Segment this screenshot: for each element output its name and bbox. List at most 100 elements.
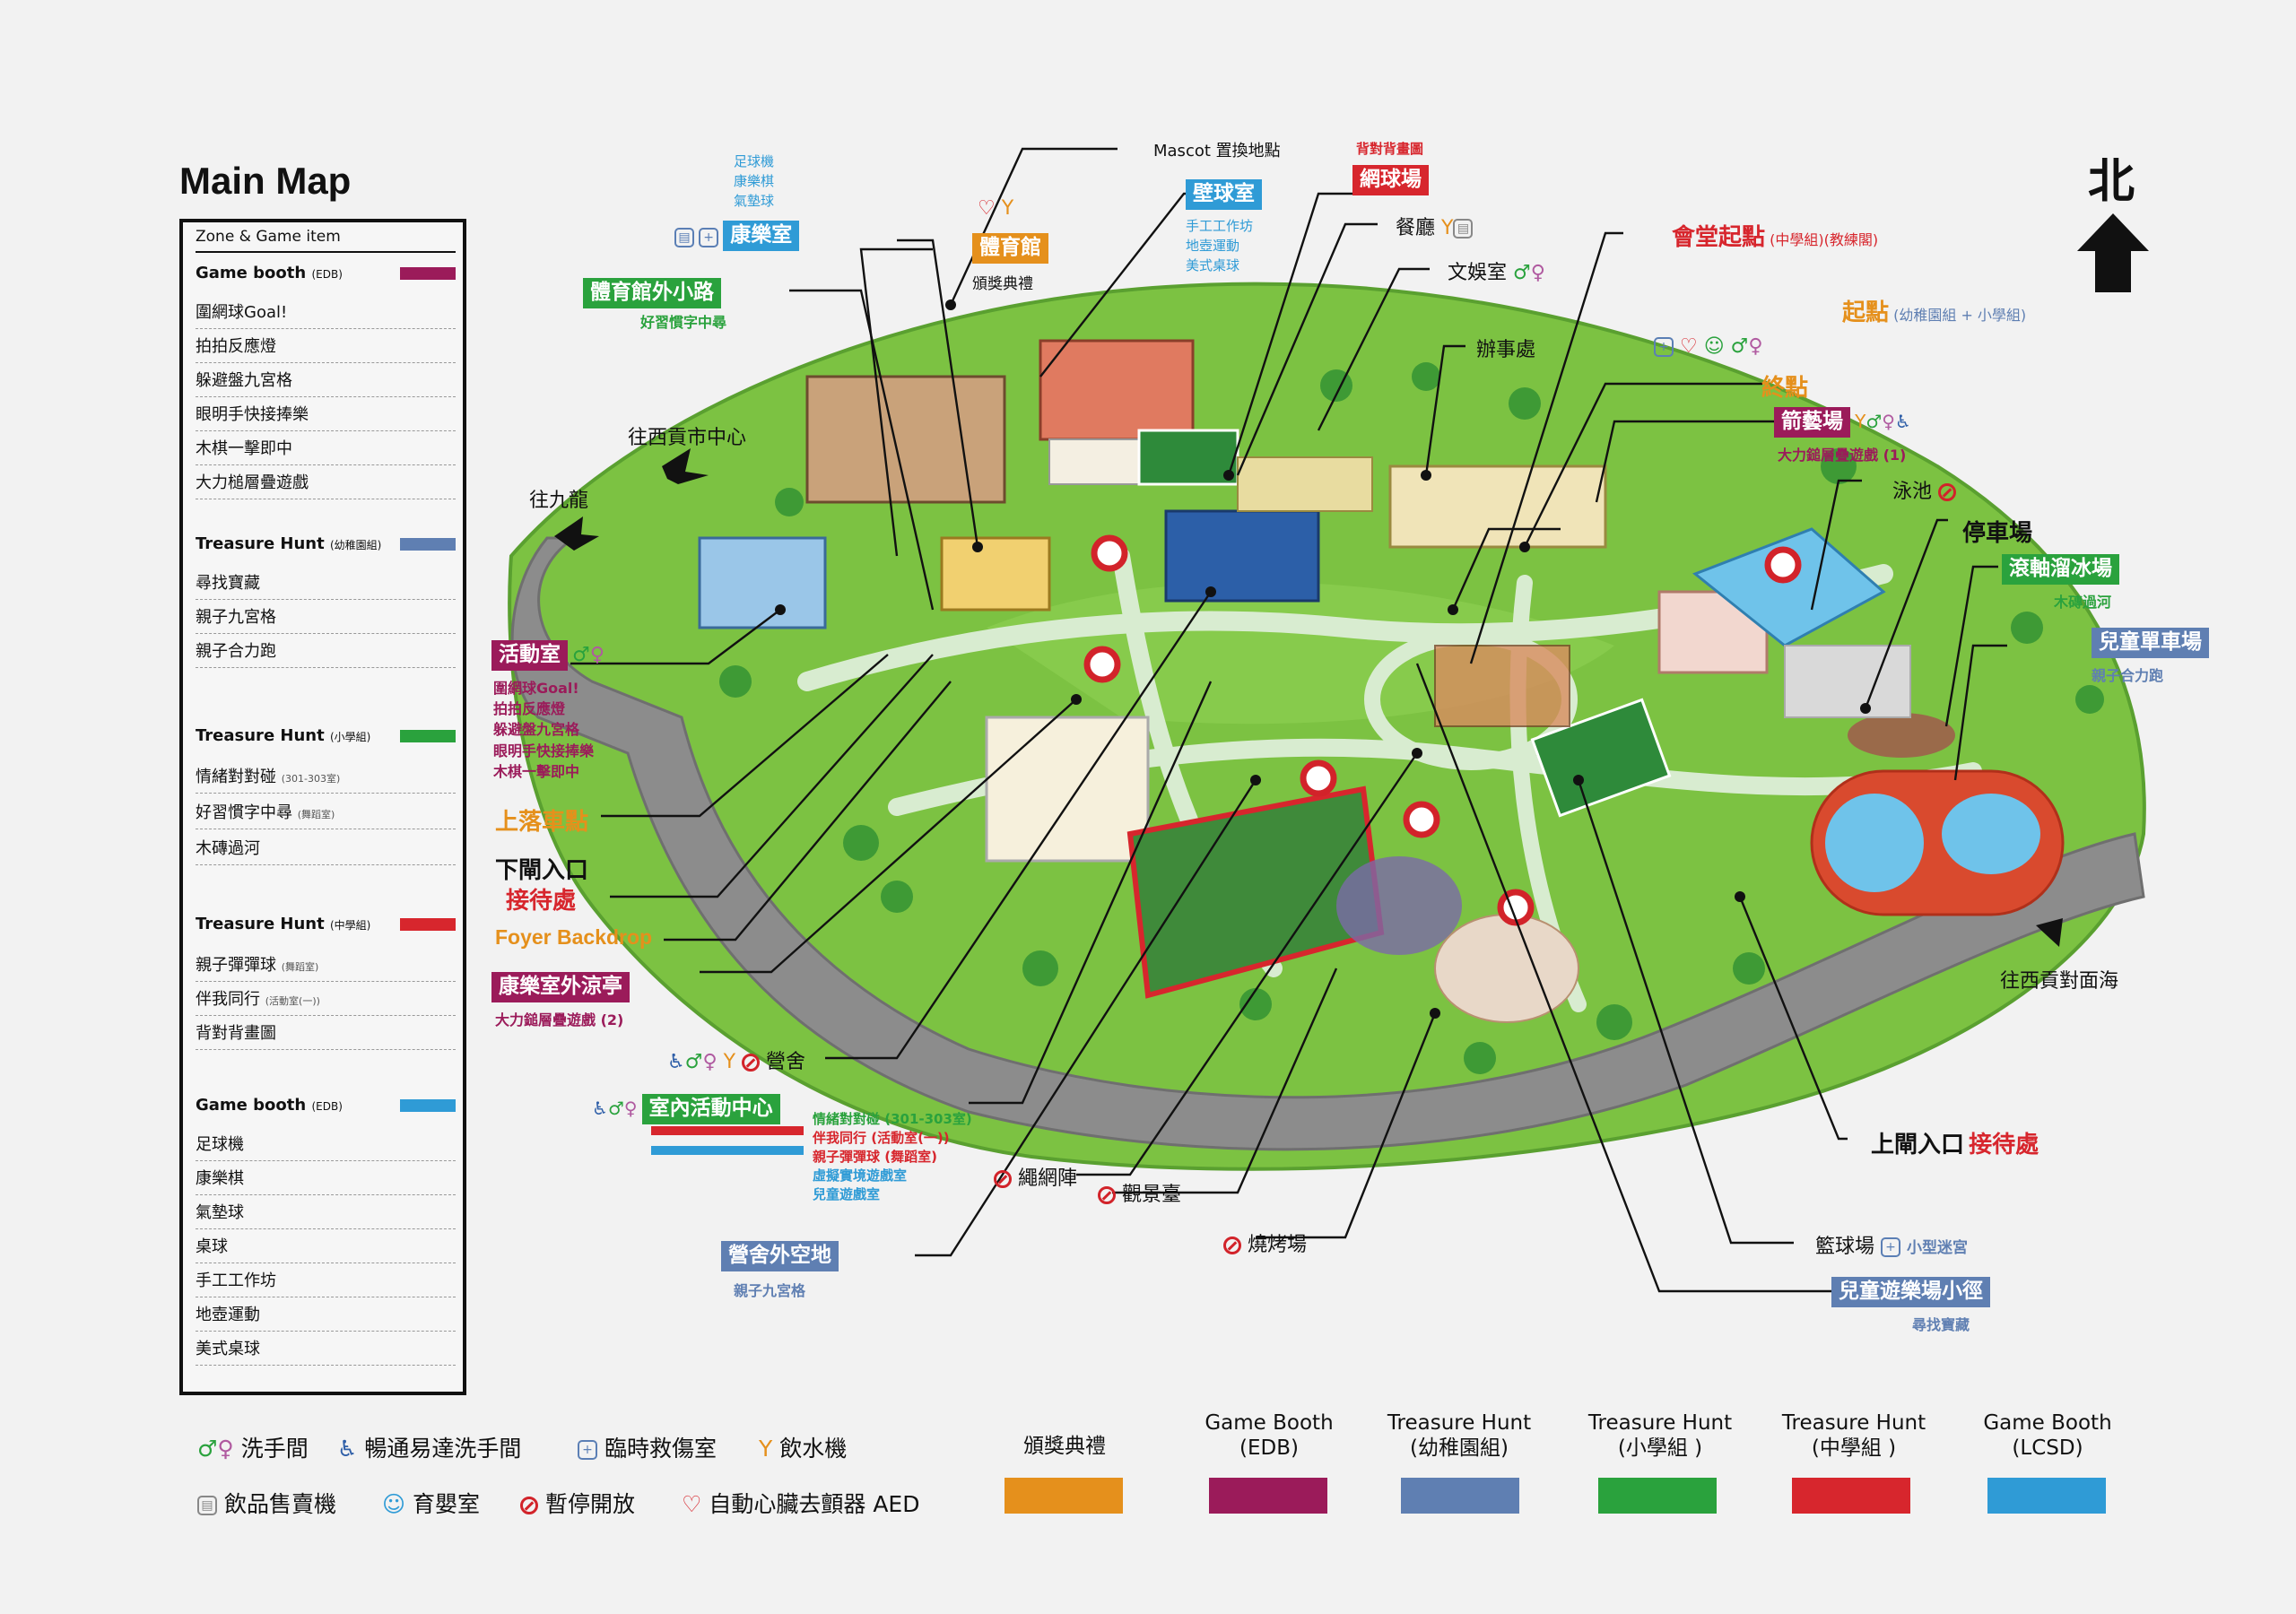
water-fountain-icon: Y xyxy=(759,1436,773,1462)
mascot-label: Mascot 置換地點 xyxy=(1153,142,1281,161)
roller-sub: 木磚過河 xyxy=(2054,594,2112,611)
aed-icon: ♡ xyxy=(1680,335,1698,358)
hall-building xyxy=(1164,509,1320,603)
legend-item: 親子彈彈球 (舞蹈室) xyxy=(196,952,456,982)
leader-lines xyxy=(570,147,2007,1293)
vending-machine-icon: ▤ xyxy=(197,1496,217,1515)
legend-section-kinder: Treasure Hunt (幼稚園組) xyxy=(196,534,456,553)
accessible-toilet-icon: ♿ xyxy=(337,1436,358,1462)
toilet-icon: ♂ xyxy=(607,1098,624,1119)
key-edb-swatch xyxy=(1209,1478,1327,1514)
zone-legend: Zone & Game item Game booth (EDB) 圍網球Goa… xyxy=(179,219,466,1395)
legend-item: 尋找寶藏 xyxy=(196,570,456,600)
vending-machine-icon: ▤ xyxy=(674,227,694,247)
legend-item: 手工工作坊 xyxy=(196,1268,456,1297)
office-label: 辦事處 xyxy=(1476,339,1536,361)
gym-building xyxy=(805,375,1006,504)
key-kinder-label: Treasure Hunt(幼稚園組) xyxy=(1387,1411,1532,1460)
kinder-swatch xyxy=(400,538,456,551)
legend-item: 拍拍反應燈 xyxy=(196,334,456,363)
closed-icon xyxy=(742,1054,761,1072)
toilet-icon: ♂ xyxy=(1866,411,1883,432)
map-title: Main Map xyxy=(179,160,352,202)
aed-icon: ♡ xyxy=(682,1491,702,1517)
pool xyxy=(1692,527,1886,647)
activity-room-sub: 圍網球Goal!拍拍反應燈躲避盤九宮格眼明手快接捧樂木棋一擊即中 xyxy=(493,680,595,780)
edb-swatch xyxy=(400,267,456,280)
first-aid-icon: + xyxy=(699,227,719,247)
legend-item: 美式桌球 xyxy=(196,1336,456,1366)
lower-gate-reception-label: 接待處 xyxy=(506,888,577,915)
indoor-centre-label: ♿♂♀ 室內活動中心 xyxy=(592,1094,780,1124)
key-lcsd-swatch xyxy=(1987,1478,2106,1514)
to-saikung-centre-label: 往西貢市中心 xyxy=(628,427,747,449)
activity-room-label: 活動室 ♂♀ xyxy=(491,640,604,671)
key-award-label: 頒獎典禮 xyxy=(1023,1435,1106,1458)
north-label: 北 xyxy=(2088,155,2135,209)
dorm-open-label: 營舍外空地 xyxy=(721,1241,839,1271)
arrow-kowloon-icon xyxy=(554,516,599,551)
roller-label: 滾軸溜冰場 xyxy=(2002,554,2119,585)
rec-room-label: ▤ + 康樂室 xyxy=(674,221,800,251)
dorm-building xyxy=(985,716,1150,863)
legend-item: 親子九宮格 xyxy=(196,604,456,634)
key-award-swatch xyxy=(1004,1478,1123,1514)
hall-start-label: 會堂起點 (中學組)(教練閣) xyxy=(1672,224,1879,251)
lcsd-swatch xyxy=(400,1099,456,1112)
indoor-centre-sub: 情緒對對碰 (301-303室) 伴我同行 (活動室(一)) 親子彈彈球 (舞蹈… xyxy=(813,1111,972,1202)
arrow-saikung-centre-icon xyxy=(662,448,709,484)
legend-accessible-toilet: ♿ 暢通易達洗手間 xyxy=(337,1436,522,1462)
water-fountain-icon: Y xyxy=(723,1051,736,1073)
legend-item: 眼明手快接捧樂 xyxy=(196,402,456,431)
view-label: 觀景臺 xyxy=(1098,1178,1181,1207)
car-park xyxy=(1784,645,1911,718)
legend-item: 木磚過河 xyxy=(196,836,456,865)
pool-label: 泳池 xyxy=(1892,475,1957,504)
key-primary-label: Treasure Hunt(小學組 ) xyxy=(1587,1411,1733,1460)
legend-aed: ♡ 自動心臟去顫器 AED xyxy=(682,1491,920,1517)
legend-section-edb: Game booth (EDB) xyxy=(196,264,456,282)
bike-label: 兒童單車場 xyxy=(2092,628,2209,658)
north-arrow-icon xyxy=(2077,213,2149,292)
closed-icon xyxy=(1938,483,1957,501)
tennis-label: 網球場 xyxy=(1352,165,1429,195)
squash-label: 壁球室 xyxy=(1186,179,1262,210)
pavilion-sub: 大力鎚層疊遊戲 (2) xyxy=(495,1011,624,1028)
legend-section-primary: Treasure Hunt (小學組) xyxy=(196,726,456,745)
bike-sub: 親子合力跑 xyxy=(2092,667,2164,684)
legend-water-fountain: Y 飲水機 xyxy=(759,1436,848,1462)
legend-item: 大力槌層疊遊戲 xyxy=(196,470,456,499)
arrow-saikung-sea-icon xyxy=(2036,918,2063,947)
playground-sub: 尋找寶藏 xyxy=(1912,1316,1970,1333)
trees xyxy=(719,362,2104,1074)
closed-icon xyxy=(520,1497,538,1514)
first-aid-icon: + xyxy=(1654,337,1674,357)
archery-sub: 大力鎚層疊遊戲 (1) xyxy=(1778,447,1907,464)
aed-icon: ♡ xyxy=(978,197,996,220)
legend-first-aid: + 臨時救傷室 xyxy=(578,1431,717,1463)
closed-icon xyxy=(994,1170,1012,1188)
toilet-icon: ♂ xyxy=(1730,335,1749,358)
legend-toilet: ♂♀ 洗手間 xyxy=(197,1436,309,1462)
key-kinder-swatch xyxy=(1401,1478,1519,1514)
basketball-court xyxy=(1530,698,1672,818)
key-secondary-label: Treasure Hunt(中學組 ) xyxy=(1781,1411,1926,1460)
award-label: 頒獎典禮 xyxy=(972,275,1033,293)
gym-label: 體育館 xyxy=(972,233,1048,264)
squash-sub: 手工工作坊地壺運動美式桌球 xyxy=(1186,218,1254,273)
vending-machine-icon: ▤ xyxy=(1453,219,1474,239)
key-lcsd-label: Game Booth(LCSD) xyxy=(1983,1411,2112,1460)
dorm-open-sub: 親子九宮格 xyxy=(734,1282,806,1299)
pavilion-label: 康樂室外涼亭 xyxy=(491,972,630,1002)
legend-closed: 暫停開放 xyxy=(520,1487,635,1519)
toilet-icon: ♂ xyxy=(684,1051,703,1073)
water-fountain-icon: Y xyxy=(1001,197,1014,220)
accessible-toilet-icon: ♿ xyxy=(592,1098,608,1119)
gym-icons: ♡ Y xyxy=(978,197,1013,220)
first-aid-icon: + xyxy=(1881,1237,1901,1257)
first-aid-icon: + xyxy=(578,1440,597,1460)
legend-item: 情緒對對碰 (301-303室) xyxy=(196,764,456,794)
legend-item: 足球機 xyxy=(196,1132,456,1161)
